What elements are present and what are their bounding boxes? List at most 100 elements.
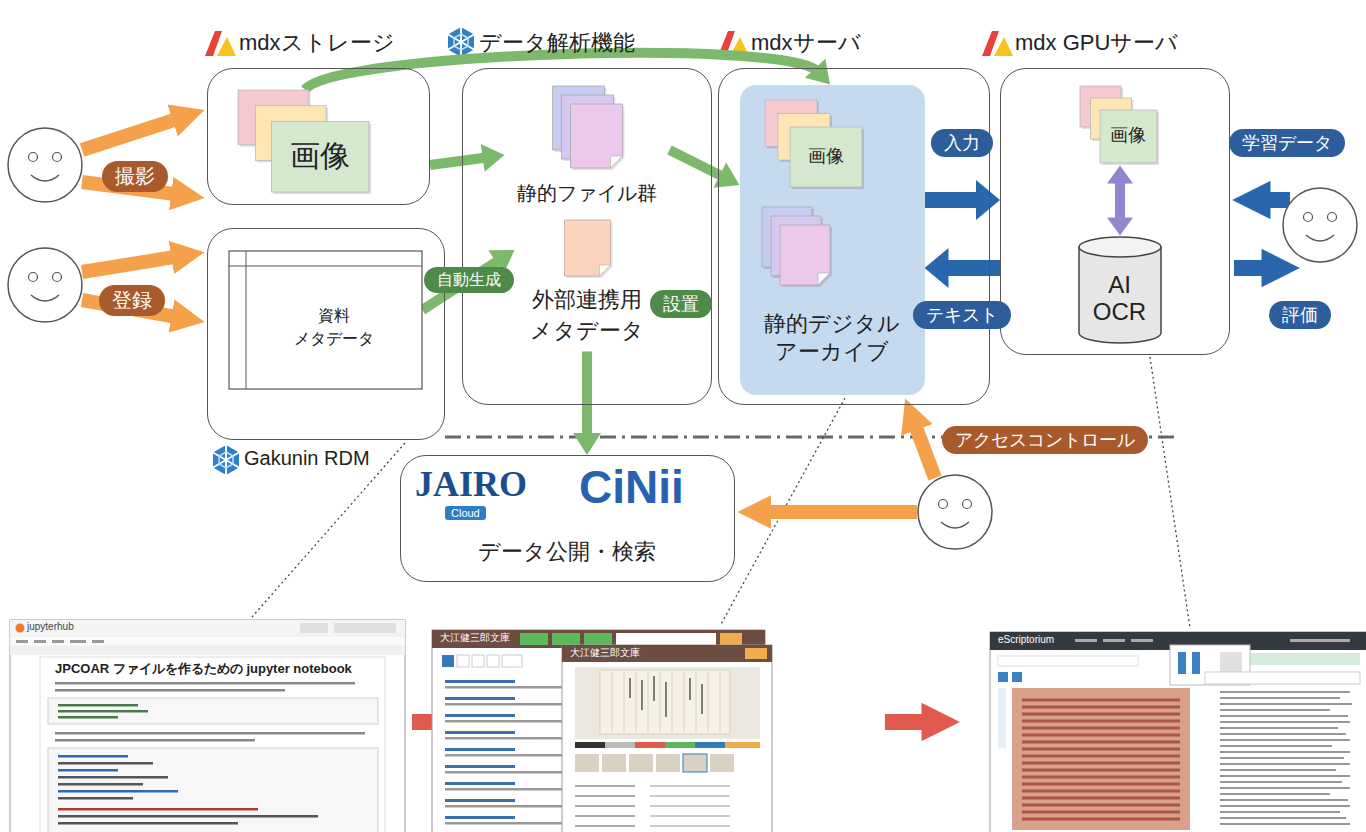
rdm-logo (219, 452, 233, 468)
notebook-screenshot (92, 640, 104, 643)
archive-screenshot (584, 633, 612, 645)
person-icon (31, 175, 59, 181)
user-arrow (761, 505, 917, 519)
archive-screenshot (656, 754, 680, 772)
flow-arrow-shape (925, 248, 1001, 288)
notebook-screenshot (10, 620, 405, 636)
notebook-screenshot (58, 716, 118, 719)
ocr-screenshot (1012, 688, 1190, 830)
archive-screenshot (552, 633, 580, 645)
person-icon (918, 475, 992, 549)
archive-screenshot (650, 815, 730, 817)
sequence-arrow (885, 714, 933, 730)
panel-heading: mdxストレージ (239, 29, 395, 57)
ocr-screenshot (990, 632, 1366, 832)
ocr-screenshot (1220, 692, 1352, 824)
rdm-logo (213, 445, 239, 475)
flow-arrow-shape (420, 250, 515, 314)
training-arrow (1259, 192, 1290, 208)
archive-screenshot (720, 633, 742, 645)
notebook-screenshot (58, 783, 143, 786)
server-panel: Gakunin RDM資料 メタデータ (207, 228, 445, 440)
edge-label: 自動生成 (424, 267, 514, 293)
flow-arrow (429, 144, 504, 172)
image-caption: 画像 (808, 146, 844, 168)
notebook-screenshot (58, 808, 258, 811)
arrow-head (805, 59, 830, 85)
archive-screenshot (575, 825, 635, 827)
text-slot: 資料 メタデータ (246, 266, 423, 390)
notebook-screenshot (58, 762, 153, 765)
notebook-screenshot (58, 790, 178, 793)
person-icon (1304, 213, 1313, 222)
person-icon (53, 273, 62, 282)
person-icon (53, 153, 62, 162)
flow-arrow-shape (667, 146, 739, 188)
ocr-screenshot (1012, 672, 1022, 682)
mdx-logo (982, 31, 1013, 56)
flow-arrow (305, 53, 830, 90)
screenshot-text: jupyterhub (27, 621, 74, 633)
notebook-screenshot (334, 623, 396, 633)
person-icon (31, 295, 59, 301)
image-card (790, 127, 862, 187)
ocr-screenshot (1131, 639, 1153, 642)
ocr-screenshot (1192, 652, 1200, 674)
user-arrow (82, 256, 181, 272)
screenshot-text: 大江健三郎文庫 (440, 632, 510, 644)
step-pill: アクセスコントロール (942, 426, 1148, 454)
rdm-logo (213, 445, 239, 475)
notebook-screenshot (40, 657, 385, 832)
ocr-screenshot (1290, 639, 1350, 642)
notebook-screenshot (58, 776, 168, 779)
archive-screenshot (520, 633, 548, 645)
notebook-screenshot (58, 769, 118, 772)
ocr-caption: AI OCR (1089, 272, 1151, 325)
flow-arrow-shape (573, 352, 601, 456)
panel-heading: Gakunin RDM (244, 444, 370, 472)
person-icon (963, 500, 972, 509)
step-pill: 登録 (99, 285, 165, 316)
cinii-logo-text: CiNii (579, 460, 684, 514)
page-fold (610, 156, 622, 168)
archive-screenshot (575, 667, 760, 739)
text-slot: 画像 (271, 121, 369, 192)
person-icon (941, 522, 969, 528)
person-icon (1283, 188, 1357, 262)
file-stack: 静的ファイル群 (505, 86, 670, 214)
table-rule (245, 251, 246, 389)
person-icon (918, 475, 992, 549)
text-slot: 画像 (1100, 110, 1157, 163)
flow-arrow (667, 146, 739, 188)
notebook-screenshot (58, 755, 128, 758)
archive-screenshot (650, 785, 730, 787)
page-fold (818, 273, 830, 285)
archive-screenshot (710, 754, 734, 772)
image-caption: 画像 (290, 138, 350, 174)
ocr-screenshot (1022, 700, 1180, 819)
person-icon (1306, 235, 1334, 241)
archive-screenshot (665, 742, 695, 748)
step-pill: 撮影 (102, 161, 168, 192)
archive-screenshot (442, 655, 454, 667)
notebook-screenshot (55, 739, 255, 742)
archive-screenshot (445, 714, 515, 717)
server-panel: mdxサーバ静的デジタル アーカイブ画像 (718, 68, 990, 405)
leader-line (252, 443, 405, 617)
archive-screenshot (445, 799, 515, 802)
flow-arrow (925, 248, 1001, 288)
archive-screenshot (432, 630, 772, 832)
user-arrow (82, 117, 935, 512)
notebook-screenshot (58, 815, 318, 818)
metadata-document: 外部連携用 メタデータ (515, 220, 660, 352)
archive-screenshot (575, 815, 635, 817)
archive-screenshot (457, 655, 469, 667)
person-icon (8, 128, 82, 202)
panel-heading: データ解析機能 (479, 29, 635, 57)
person-icon (29, 273, 38, 282)
ocr-screenshot (998, 656, 1138, 666)
user-arrow (82, 117, 182, 150)
step-pill: 評価 (1269, 301, 1331, 329)
archive-screenshot (650, 825, 730, 827)
